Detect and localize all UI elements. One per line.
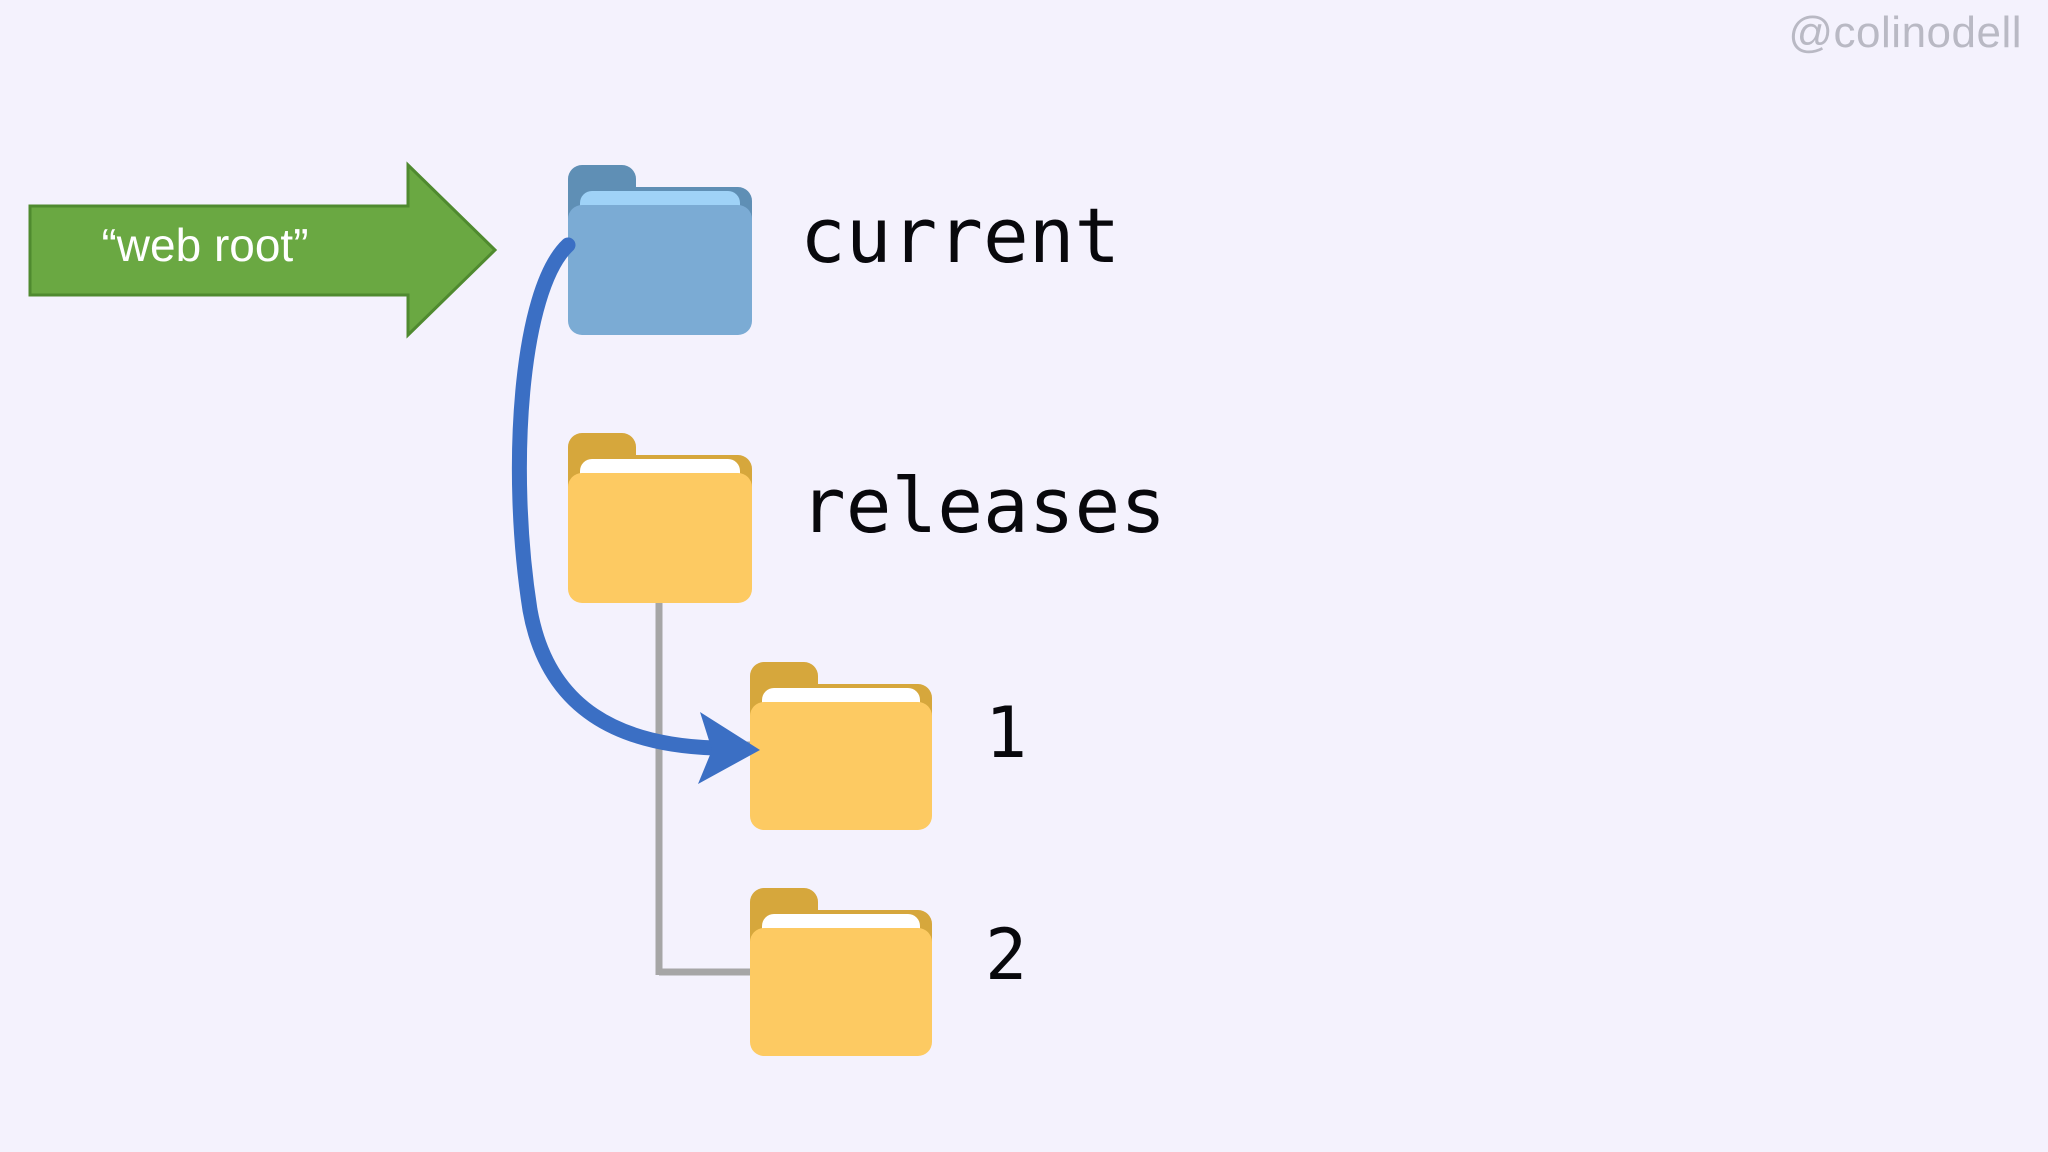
- folder-label-release-2: 2: [985, 914, 1028, 996]
- watermark-handle: @colinodell: [1788, 8, 2022, 57]
- folder-label-release-1: 1: [985, 692, 1028, 774]
- web-root-callout-label: “web root”: [101, 219, 309, 271]
- folder-label-releases: releases: [800, 461, 1167, 550]
- folder-label-current: current: [800, 191, 1121, 280]
